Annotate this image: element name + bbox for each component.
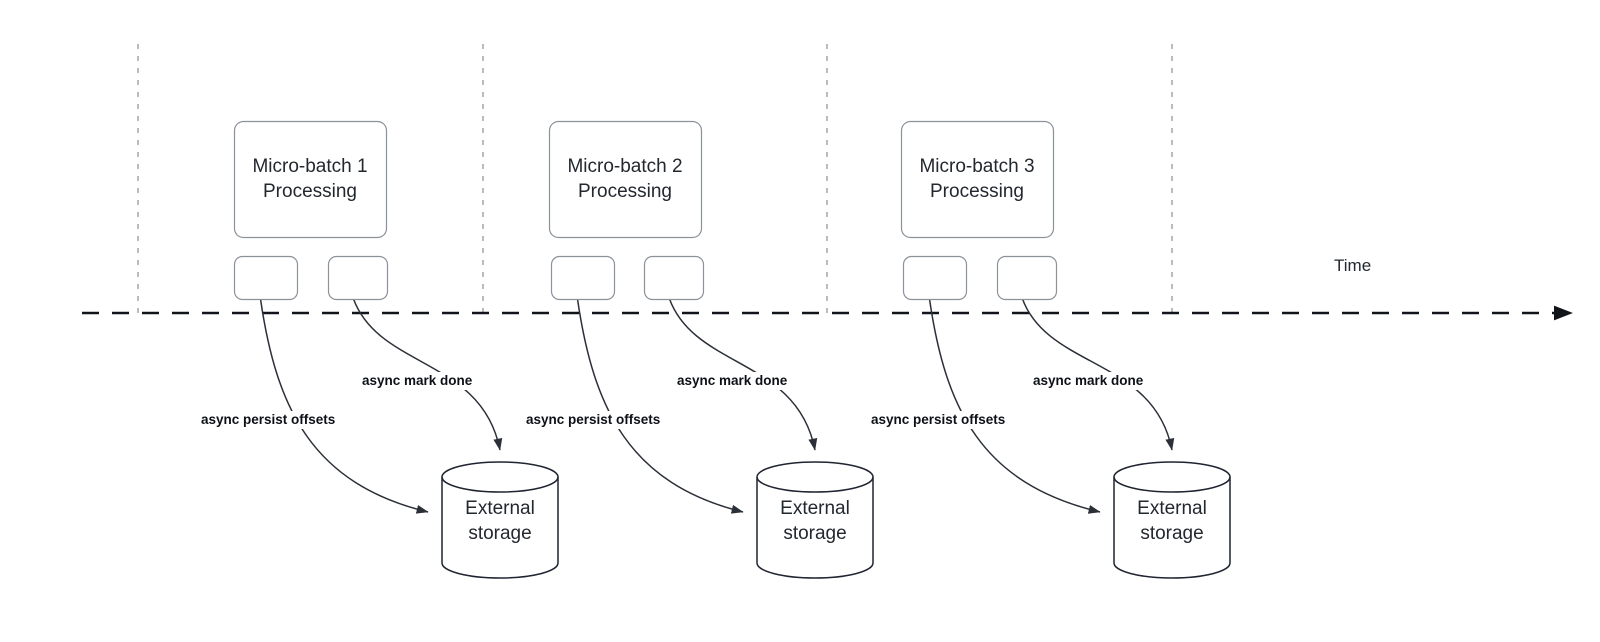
micro-batch-box-2[interactable] <box>548 120 703 239</box>
mark-done-task-box-1[interactable] <box>327 255 389 301</box>
mark-done-task-box-2[interactable] <box>643 255 705 301</box>
mark-done-task-box-3[interactable] <box>996 255 1058 301</box>
edge-async-mark-done-1 <box>352 298 503 451</box>
persist-offsets-task-box-3[interactable] <box>902 255 968 301</box>
external-storage-label-line2-2: storage <box>783 523 847 544</box>
external-storage-cylinder-top-2 <box>756 476 874 493</box>
persist-offsets-task-box-2[interactable] <box>550 255 616 301</box>
edge-label-async-mark-done-1: async mark done <box>360 372 475 390</box>
divider-lines-group <box>137 44 1173 313</box>
external-storage-label-line2-1: storage <box>468 523 532 544</box>
edge-async-persist-offsets-1 <box>259 298 429 514</box>
edge-async-mark-done-2 <box>668 298 818 451</box>
external-storage-cylinder-top-3 <box>1113 476 1231 493</box>
external-storage-label-line1-2: External <box>780 498 850 519</box>
external-storage-cylinder-body-1[interactable] <box>441 461 559 579</box>
micro-batch-label-line1-3: Micro-batch 3 <box>919 156 1035 177</box>
micro-batch-box-1[interactable] <box>233 120 388 239</box>
external-storage-label-line1-3: External <box>1137 498 1207 519</box>
external-storage-cylinder-body-2[interactable] <box>756 461 874 579</box>
edge-label-async-persist-offsets-2: async persist offsets <box>524 411 663 429</box>
external-storage-cylinder-top-1 <box>441 476 559 493</box>
micro-batch-label-line2-3: Processing <box>930 181 1024 202</box>
micro-batch-label-line1-1: Micro-batch 1 <box>252 156 368 177</box>
micro-batch-label-line2-2: Processing <box>578 181 672 202</box>
edge-async-mark-done-3 <box>1021 298 1175 451</box>
external-storage-label-1: External storage <box>442 496 558 546</box>
edge-async-persist-offsets-2 <box>576 298 744 514</box>
micro-batch-label-3: Micro-batch 3 Processing <box>901 154 1053 204</box>
edge-label-async-mark-done-3: async mark done <box>1031 372 1146 390</box>
external-storage-label-line2-3: storage <box>1140 523 1204 544</box>
time-axis-label: Time <box>1334 256 1372 275</box>
edges-group <box>259 298 1175 514</box>
external-storage-cylinder-body-3[interactable] <box>1113 461 1231 579</box>
edge-label-async-persist-offsets-3: async persist offsets <box>869 411 1008 429</box>
shapes-group <box>233 120 1231 579</box>
micro-batch-label-line1-2: Micro-batch 2 <box>567 156 683 177</box>
edge-label-async-mark-done-2: async mark done <box>675 372 790 390</box>
edge-label-async-persist-offsets-1: async persist offsets <box>199 411 338 429</box>
edge-async-persist-offsets-3 <box>928 298 1101 514</box>
micro-batch-box-3[interactable] <box>900 120 1055 239</box>
micro-batch-label-line2-1: Processing <box>263 181 357 202</box>
external-storage-label-line1-1: External <box>465 498 535 519</box>
micro-batch-label-2: Micro-batch 2 Processing <box>549 154 701 204</box>
external-storage-label-2: External storage <box>757 496 873 546</box>
micro-batch-label-1: Micro-batch 1 Processing <box>234 154 386 204</box>
persist-offsets-task-box-1[interactable] <box>233 255 299 301</box>
external-storage-label-3: External storage <box>1114 496 1230 546</box>
